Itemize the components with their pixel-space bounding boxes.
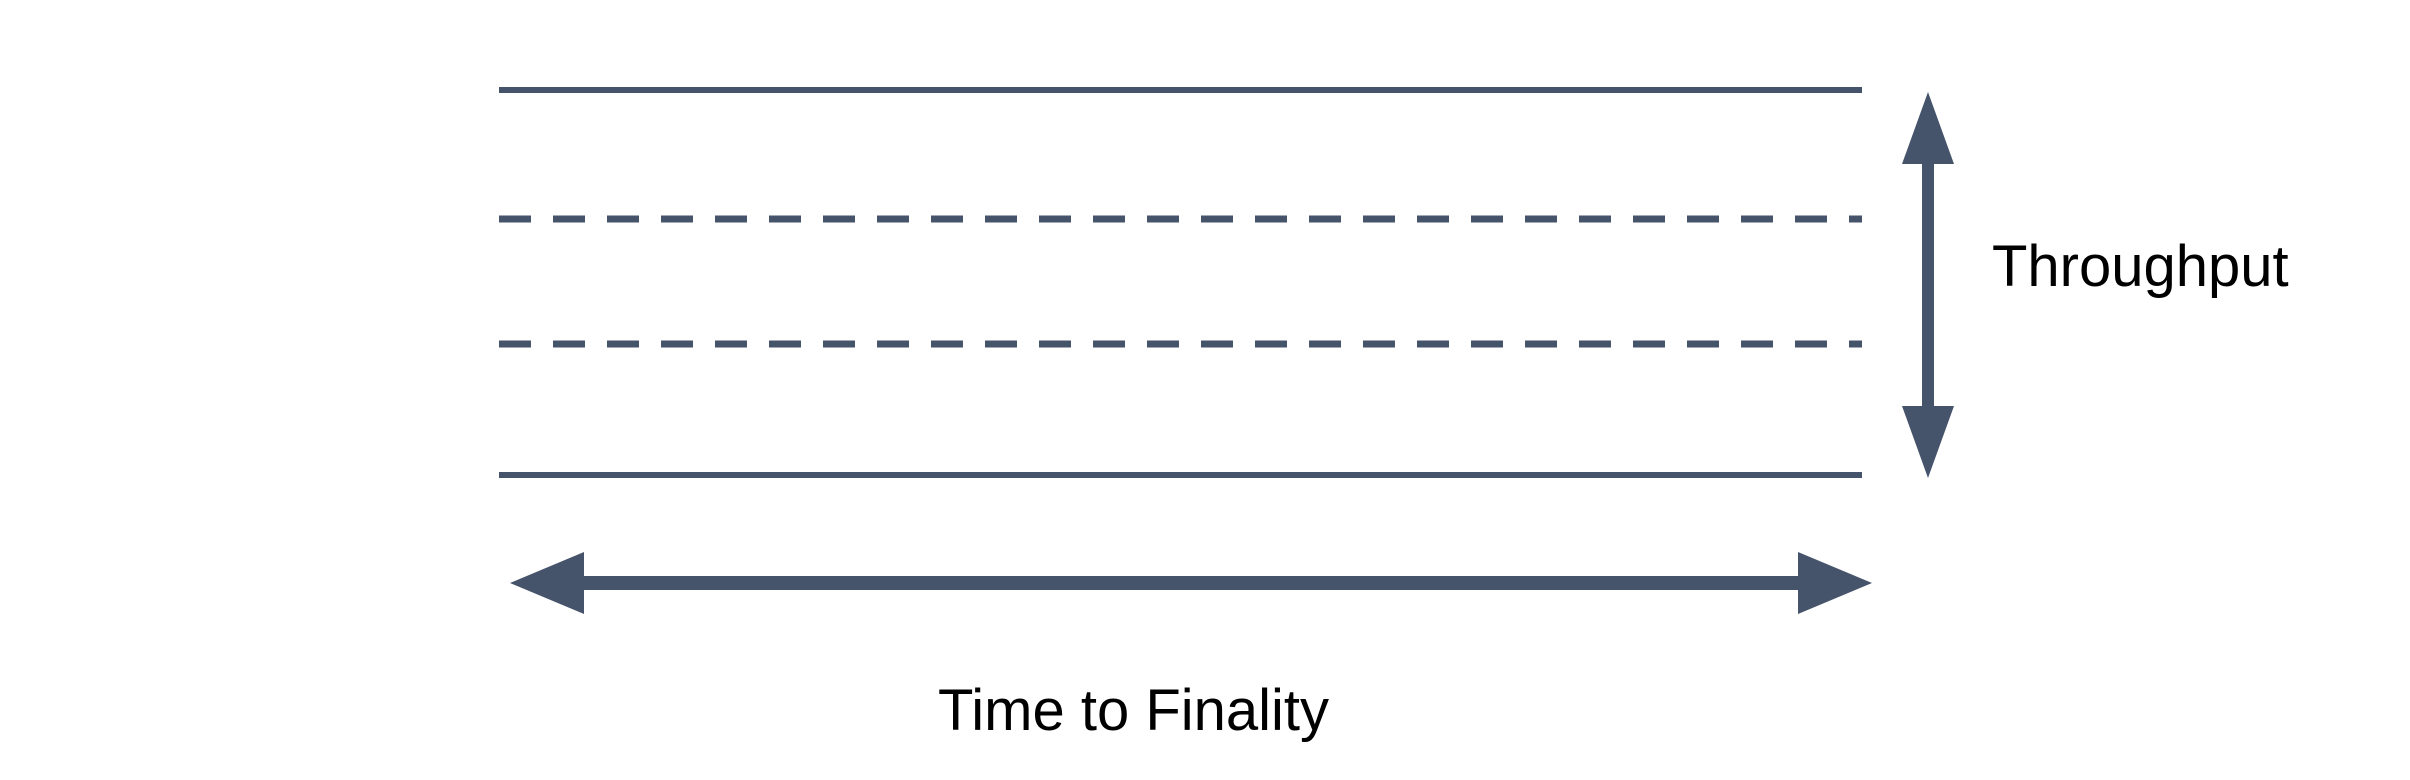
time-to-finality-arrow-head-right	[1798, 552, 1872, 614]
time-to-finality-arrow-shaft	[584, 576, 1798, 590]
throughput-axis-label: Throughput	[1992, 234, 2289, 299]
throughput-arrow-shaft	[1922, 164, 1934, 406]
lane-lines-group	[499, 87, 1862, 478]
time-to-finality-axis-label: Time to Finality	[938, 678, 1330, 743]
throughput-arrow-head-down	[1902, 406, 1954, 478]
throughput-arrow-head-up	[1902, 92, 1954, 164]
time-to-finality-arrow-head-left	[510, 552, 584, 614]
time-to-finality-arrow	[510, 552, 1872, 614]
throughput-arrow	[1902, 92, 1954, 478]
